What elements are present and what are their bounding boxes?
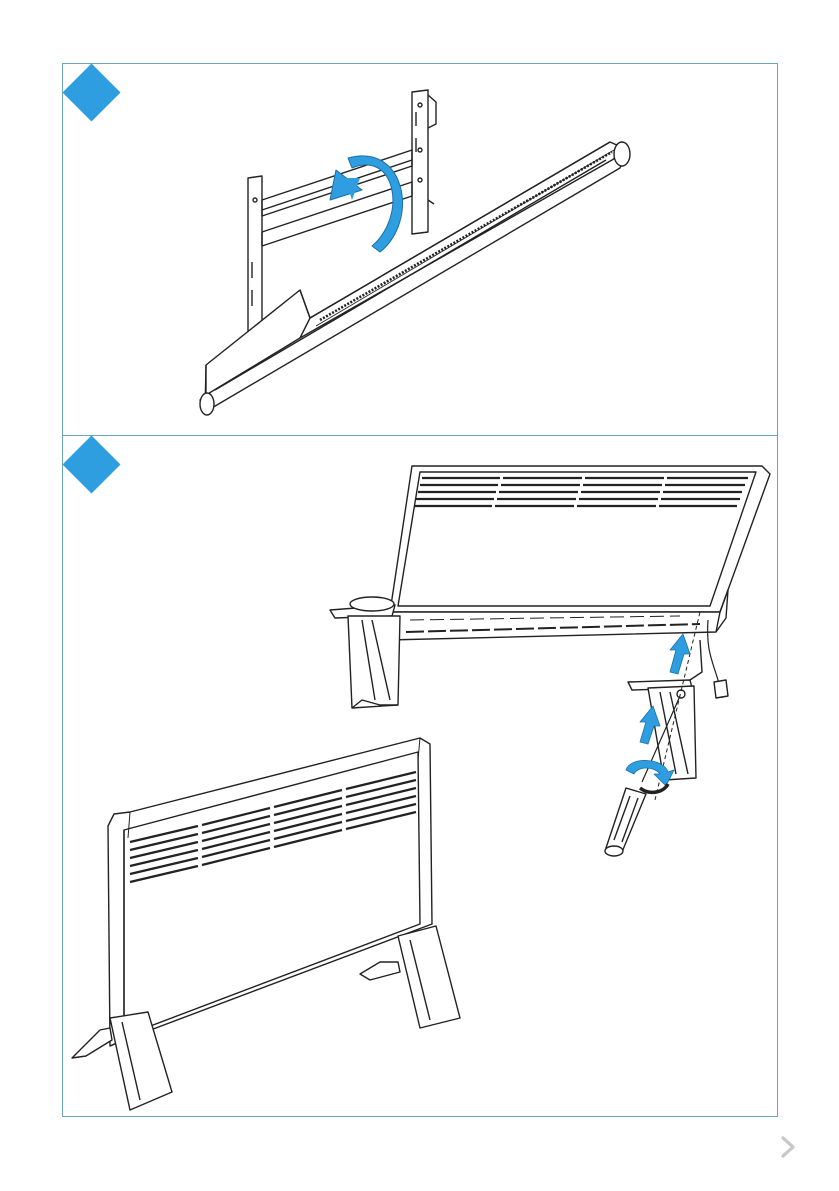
heater-upside-down	[388, 466, 770, 640]
chevron-right-icon[interactable]	[778, 1135, 798, 1159]
heater-upright	[108, 738, 432, 1046]
foot-left-inverted	[330, 597, 400, 708]
